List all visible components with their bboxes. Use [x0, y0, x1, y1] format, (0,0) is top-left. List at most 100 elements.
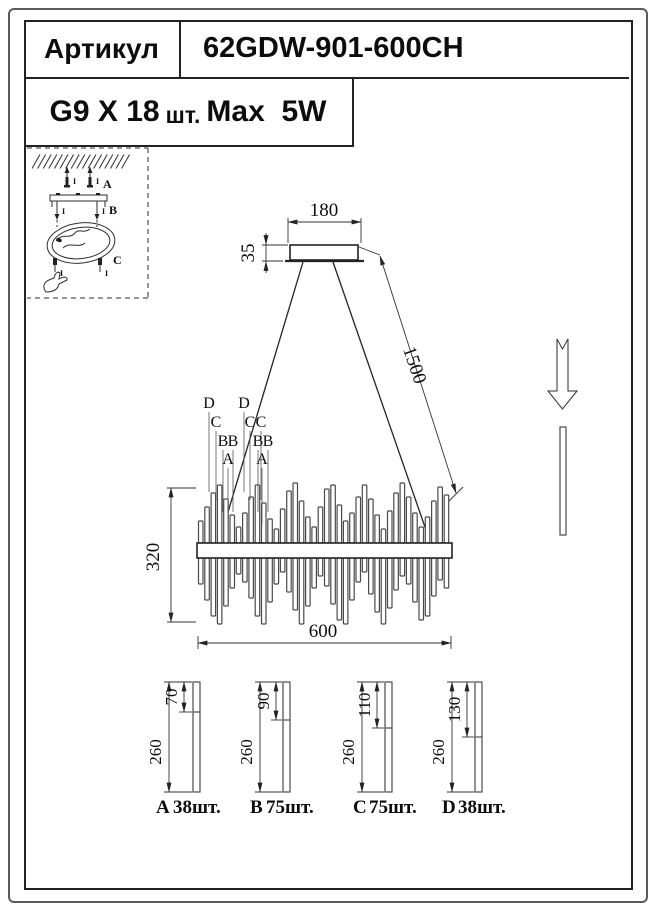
rod-type-letter: D — [442, 797, 456, 818]
chandelier-rod-up — [248, 496, 254, 544]
hatch-line — [42, 154, 52, 169]
chandelier-rod-up — [254, 484, 261, 544]
rod-type-callout: D — [238, 395, 250, 412]
rod-type-callout: C — [256, 414, 267, 431]
canopy-height-dim: 35 — [238, 244, 259, 263]
chandelier-rod-up — [267, 518, 273, 544]
chandelier-rod-up — [443, 494, 450, 544]
rod-type-quantity: 75шт. — [266, 797, 314, 818]
article-value-cell: 62GDW-901-600CH — [181, 20, 629, 77]
chandelier-rod-up — [311, 526, 317, 544]
chandelier-rod-down — [254, 557, 261, 617]
chandelier-rod-down — [267, 557, 273, 603]
chandelier-rod-up — [437, 486, 443, 544]
rod-type-callout: B — [263, 433, 274, 450]
hatch-line — [76, 154, 86, 169]
article-value: 62GDW-901-600CH — [203, 32, 464, 64]
rod-type-callout: C — [245, 414, 256, 431]
article-row: Артикул 62GDW-901-600CH — [24, 20, 629, 79]
chandelier-rods — [197, 482, 450, 625]
chandelier-rod-down — [431, 557, 437, 597]
chandelier-rod-down — [368, 557, 374, 595]
chandelier-rod-up — [216, 484, 223, 544]
rod-type-callout: B — [253, 433, 264, 450]
mounting-bracket — [49, 193, 108, 207]
page-border — [8, 8, 648, 903]
lamp-max-wattage: Max 5W — [206, 95, 327, 128]
chandelier-rod-down — [342, 557, 349, 625]
chandelier-rod-up — [330, 484, 336, 544]
lamp-spec-cell: G9 X 18 шт. Max 5W — [24, 79, 354, 147]
cable-length-dim-group: 1500 — [358, 246, 464, 503]
chandelier-rod-down — [380, 557, 387, 625]
chandelier-rod-down — [323, 557, 330, 587]
chandelier-rod-up — [368, 498, 374, 544]
hatch-line — [65, 154, 75, 169]
chandelier-rod-down — [349, 557, 355, 601]
chandelier-rod-up — [323, 488, 330, 544]
screw-tick: I — [105, 269, 108, 278]
chandelier-rod-up — [317, 506, 324, 544]
hatch-line — [81, 154, 91, 169]
chandelier-rod-down — [273, 557, 280, 585]
lamp-count: G9 X 18 — [49, 95, 160, 128]
chandelier-rod-down — [305, 557, 311, 607]
chandelier-rod-up — [336, 504, 343, 544]
chandelier-rod-down — [317, 557, 324, 577]
hatch-line — [109, 154, 119, 169]
chandelier-rod-up — [361, 484, 368, 544]
lamp-unit: шт. — [165, 101, 201, 128]
stud-tick: I — [102, 207, 105, 216]
total-length-dim: 260 — [339, 739, 358, 765]
chandelier-rod-down — [286, 557, 292, 593]
chandelier-rod-up — [229, 514, 236, 544]
chandelier-rod-down — [361, 557, 368, 573]
canopy-width-dim: 180 — [310, 200, 339, 221]
chandelier-rod-up — [374, 514, 380, 544]
chandelier-rod-up — [412, 512, 418, 544]
hatch-line — [59, 154, 69, 169]
chandelier-rod-up — [393, 492, 399, 544]
chandelier-rod-up — [405, 496, 412, 544]
bracket-studs — [54, 201, 100, 227]
ceiling-hatch — [31, 154, 131, 169]
segment-length-dim: 90 — [254, 693, 273, 710]
chandelier-rod-up — [418, 526, 425, 544]
article-label-cell: Артикул — [24, 20, 181, 77]
rod-type-quantity: 75шт. — [369, 797, 417, 818]
rod-type-callout: B — [218, 433, 229, 450]
chandelier-rod-up — [242, 512, 248, 544]
hatch-line — [104, 154, 114, 169]
hatch-line — [98, 154, 108, 169]
sample-rod — [559, 426, 567, 536]
hatch-line — [70, 154, 80, 169]
install-step-c-label: C — [113, 253, 122, 267]
chandelier-rod-down — [412, 557, 418, 603]
chandelier-rod-down — [292, 557, 299, 611]
installation-diagram: I I A I I B — [27, 147, 149, 299]
ceiling-screws — [64, 166, 93, 188]
chandelier-rod-up — [279, 508, 286, 544]
insert-direction-arrow-icon — [546, 338, 579, 410]
body-height-dim-group: 320 — [143, 487, 196, 623]
chandelier-rod-up — [273, 528, 280, 544]
chandelier-rod-up — [204, 506, 210, 544]
chandelier-rod-up — [286, 490, 292, 544]
rod-type-callout: D — [203, 395, 215, 412]
wires — [55, 228, 91, 249]
rod-figure — [282, 681, 291, 793]
rod-type-callout: A — [222, 451, 234, 468]
chandelier-rod-down — [298, 557, 305, 625]
chandelier-rod-down — [260, 557, 267, 625]
install-step-b-label: B — [109, 203, 117, 217]
chandelier-rod-down — [235, 557, 242, 575]
cable-length-dim: 1500 — [398, 344, 430, 387]
chandelier-rod-down — [393, 557, 399, 591]
chandelier-rod-up — [349, 512, 355, 544]
chandelier-rod-up — [431, 500, 437, 544]
screw-tick: I — [60, 269, 63, 278]
